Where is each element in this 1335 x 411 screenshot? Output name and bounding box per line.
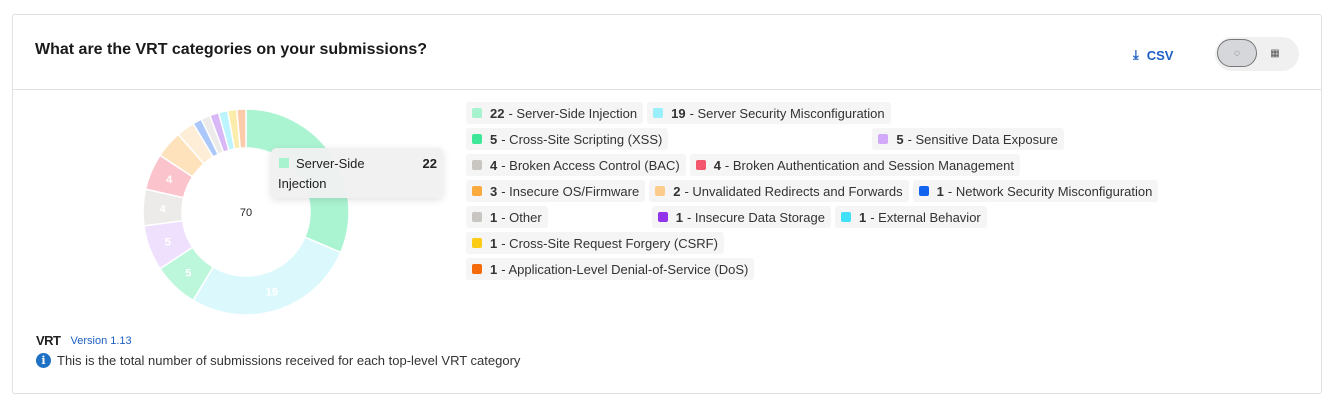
chart-tooltip: Server-Side Injection 22 [271,148,443,198]
csv-label: CSV [1146,47,1174,63]
legend-label: - External Behavior [870,209,981,225]
slice-label: 5 [165,236,171,248]
legend-item[interactable]: 4- Broken Authentication and Session Man… [689,154,1020,176]
legend-value: 1 [490,209,498,225]
legend-item[interactable]: 5- Cross-Site Scripting (XSS) [466,128,669,150]
legend-label: - Network Security Misconfiguration [947,183,1153,199]
legend-value: 1 [490,235,498,251]
legend-item[interactable]: 1- Network Security Misconfiguration [912,180,1159,202]
legend-value: 1 [936,183,944,199]
legend-swatch [840,212,851,222]
legend-label: - Insecure Data Storage [686,209,825,225]
legend-label: - Broken Access Control (BAC) [501,157,680,173]
legend-item[interactable]: 1- Insecure Data Storage [651,206,831,228]
tooltip-name: Server-Side [296,156,365,171]
legend-item[interactable]: 22- Server-Side Injection [466,102,644,124]
download-icon: ⤓ [1133,47,1139,62]
legend-label: - Sensitive Data Exposure [907,131,1058,147]
info-text: This is the total number of submissions … [57,353,521,368]
legend-value: 1 [858,209,867,225]
csv-download-button[interactable]: ⤓ CSV [1133,47,1173,63]
legend-swatch [918,186,929,196]
legend-label: - Application-Level Denial-of-Service (D… [501,261,749,277]
legend-item[interactable]: 19- Server Security Misconfiguration [647,102,891,124]
donut-slice[interactable] [192,236,342,316]
donut-center-total: 70 [240,207,252,219]
donut-chart: 19 5 5 4 4 70 [142,108,350,316]
legend-item[interactable]: 2- Unvalidated Redirects and Forwards [649,180,909,202]
legend-value: 2 [673,183,681,199]
table-icon: ▦ [1270,47,1280,59]
legend-swatch [655,186,666,196]
donut-slice[interactable] [235,108,247,150]
slice-label: 19 [266,286,278,298]
legend-swatch [472,134,482,144]
legend-swatch [878,134,889,144]
legend-value: 1 [675,209,683,225]
legend-swatch [653,108,664,118]
legend-swatch [472,160,482,170]
legend-item[interactable]: 1- External Behavior [834,206,987,228]
version-link[interactable]: Version 1.13 [70,334,132,347]
legend-value: 5 [490,131,498,147]
legend-value: 3 [490,183,498,199]
card-header: What are the VRT categories on your subm… [13,15,1321,90]
legend-value: 4 [490,157,498,173]
legend-swatch [472,264,482,274]
legend-item[interactable]: 1- Other [466,206,548,228]
info-note: i This is the total number of submission… [36,353,520,368]
legend-item[interactable]: 4- Broken Access Control (BAC) [466,154,686,176]
legend-item[interactable]: 1- Cross-Site Request Forgery (CSRF) [466,232,724,254]
legend-label: - Insecure OS/Firmware [501,183,640,199]
legend-swatch [472,212,482,222]
legend-item[interactable]: 5- Sensitive Data Exposure [872,128,1064,150]
tooltip-swatch [279,158,289,168]
legend-swatch [472,108,482,118]
legend-value: 22 [490,105,505,121]
legend-swatch [472,186,482,196]
legend-item[interactable]: 3- Insecure OS/Firmware [466,180,646,202]
tooltip-value: 22 [422,156,437,171]
slice-label: 5 [185,267,191,279]
legend-swatch [657,212,668,222]
slice-label: 4 [160,203,167,215]
info-icon: i [36,353,51,368]
table-view-button[interactable]: ▦ [1255,39,1295,67]
vrt-logo: VRT [36,333,61,348]
legend-label: - Broken Authentication and Session Mana… [724,157,1014,173]
legend-value: 1 [490,261,498,277]
legend-value: 19 [671,105,686,121]
donut-view-button[interactable]: ◌ [1217,39,1257,67]
vrt-version: VRT Version 1.13 [36,333,132,348]
legend-label: - Unvalidated Redirects and Forwards [684,183,903,199]
legend-swatch [472,238,482,248]
card-title: What are the VRT categories on your subm… [35,41,428,58]
slice-label: 4 [166,174,173,186]
vrt-categories-card: What are the VRT categories on your subm… [12,14,1322,394]
legend-value: 4 [713,157,721,173]
legend-label: - Other [501,209,542,225]
legend-label: - Server-Side Injection [508,105,638,121]
legend-value: 5 [896,131,904,147]
view-toggle: ◌ ▦ [1215,37,1299,71]
legend-label: - Cross-Site Scripting (XSS) [501,131,663,147]
legend-label: - Cross-Site Request Forgery (CSRF) [501,235,718,251]
legend-swatch [695,160,706,170]
tooltip-name-cont: Injection [278,176,327,191]
legend-label: - Server Security Misconfiguration [689,105,885,121]
donut-icon: ◌ [1234,47,1240,59]
legend-item[interactable]: 1- Application-Level Denial-of-Service (… [466,258,755,280]
